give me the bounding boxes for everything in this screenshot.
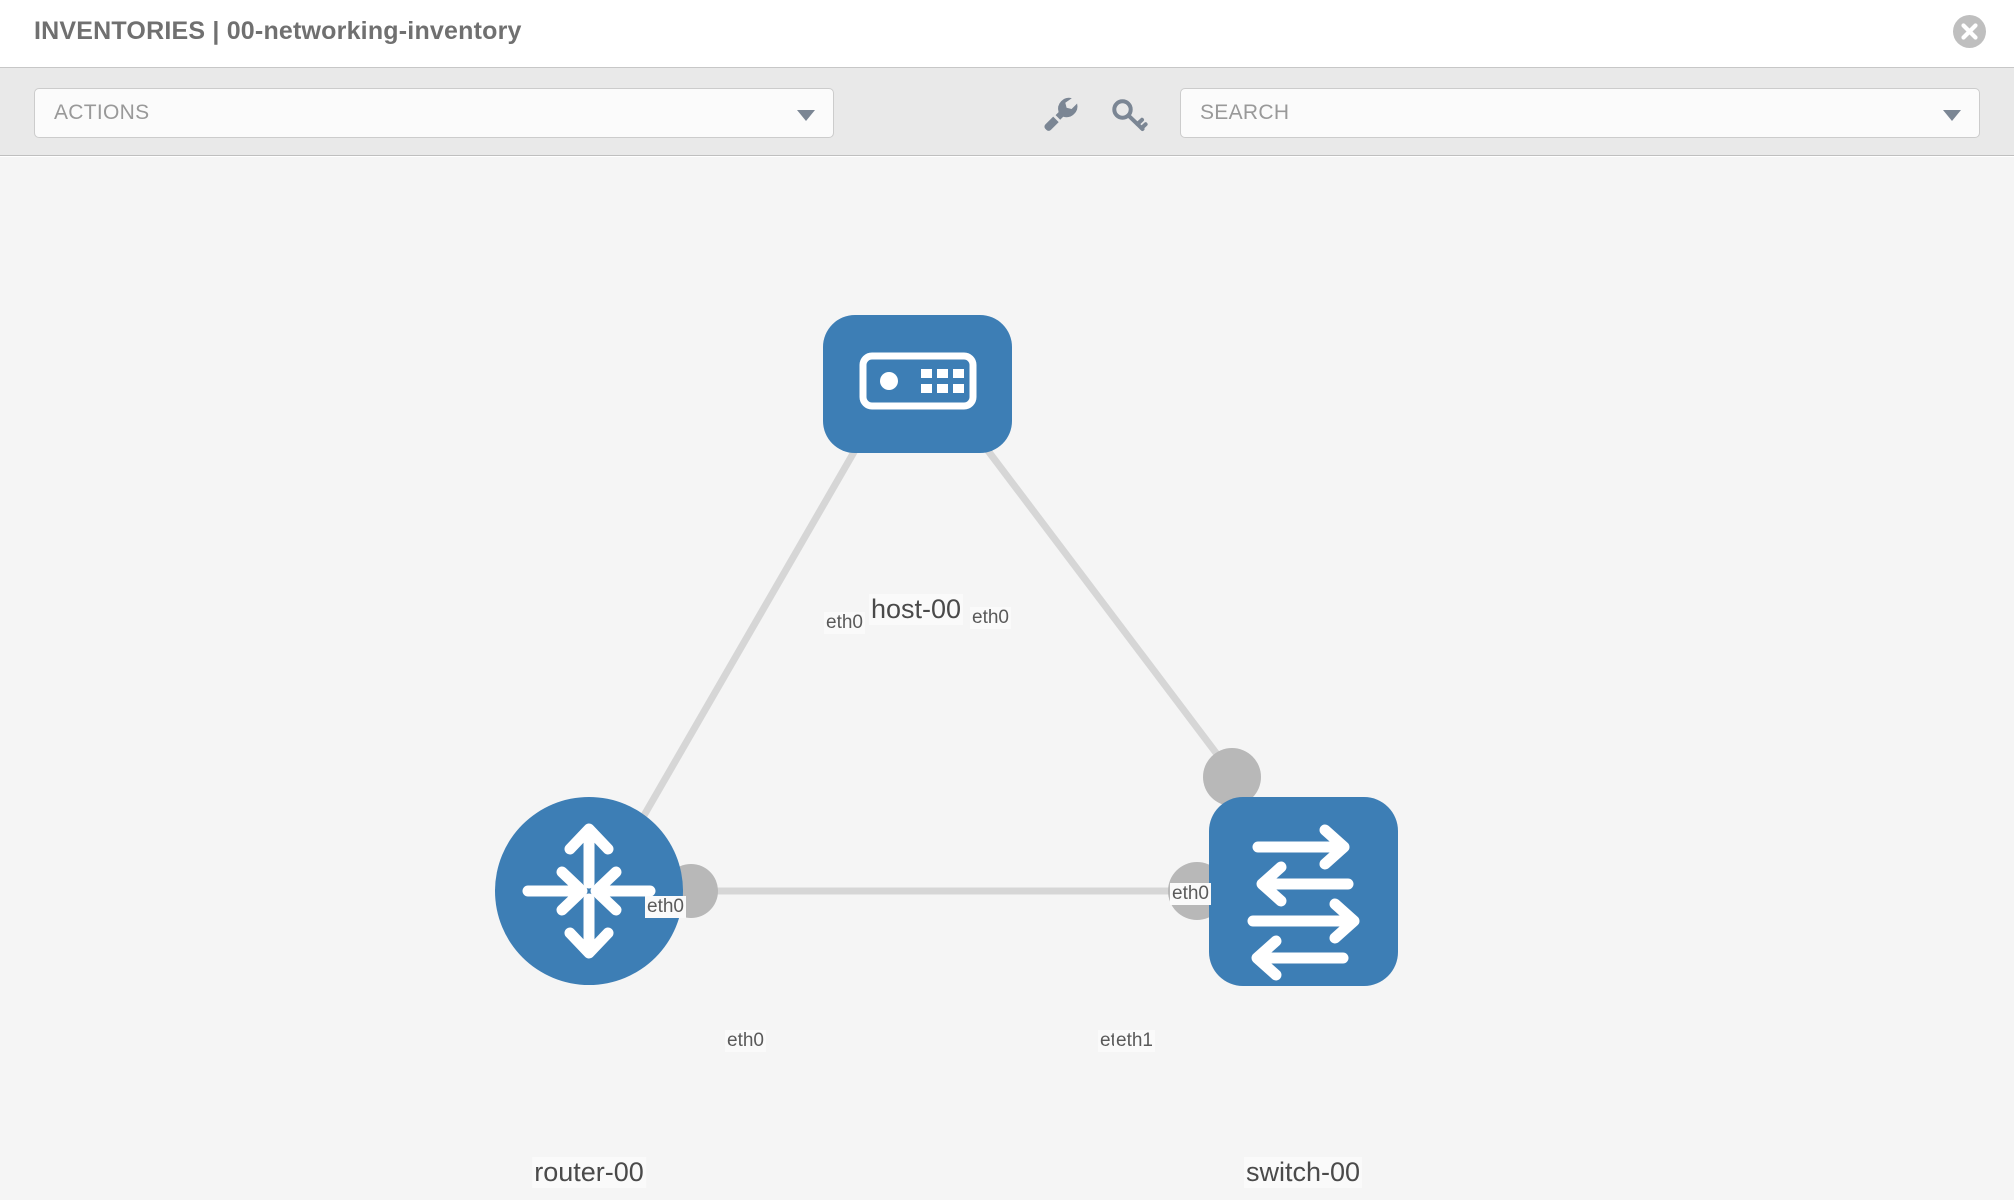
edge-host-switch [952, 404, 1241, 785]
node-label-host-00: host-00 [868, 594, 964, 625]
topology-canvas[interactable]: host-00 router-00 switch-00 eth0 eth0 et… [0, 157, 2014, 1200]
chevron-down-icon [797, 110, 815, 121]
close-icon[interactable] [1953, 15, 1986, 48]
edge-label-host-left: eth0 [824, 612, 865, 634]
edge-label-switch-left-b: eth1 [1114, 1030, 1155, 1052]
page-title: INVENTORIES | 00-networking-inventory [34, 17, 522, 45]
key-icon[interactable] [1108, 94, 1150, 134]
edge-label-switch-up: eth0 [1170, 883, 1211, 905]
topology-graph [495, 315, 1398, 986]
actions-dropdown[interactable]: ACTIONS [34, 88, 834, 138]
wrench-icon[interactable] [1040, 94, 1082, 134]
node-label-switch-00: switch-00 [1243, 1157, 1363, 1188]
window-titlebar: INVENTORIES | 00-networking-inventory [0, 0, 2014, 68]
connector-endpoints [664, 389, 1261, 920]
search-placeholder-label: SEARCH [1200, 101, 1290, 124]
edge-label-router-right: eth0 [725, 1030, 766, 1052]
edge-label-host-right: eth0 [970, 607, 1011, 629]
node-host-00[interactable] [823, 315, 1012, 453]
node-label-router-00: router-00 [532, 1157, 646, 1188]
node-switch-00[interactable] [1209, 797, 1398, 986]
topology-toolbar: ACTIONS SEARCH [0, 68, 2014, 156]
connector-switch-top [1203, 748, 1261, 806]
search-input[interactable]: SEARCH [1180, 88, 1980, 138]
edge-label-router-up: eth0 [645, 896, 686, 918]
chevron-down-icon [1943, 110, 1961, 121]
node-router-00[interactable] [495, 797, 683, 985]
edge-host-router [616, 405, 884, 859]
actions-dropdown-label: ACTIONS [54, 101, 150, 124]
